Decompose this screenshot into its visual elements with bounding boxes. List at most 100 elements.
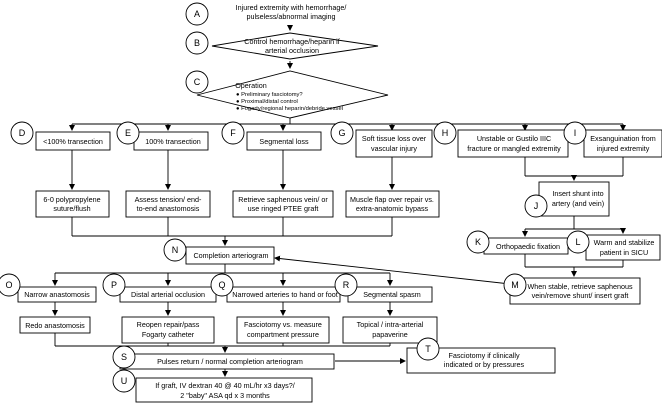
node-k: K Orthopaedic fixation [466,230,569,255]
node-m-label: M [511,280,519,290]
connectors [52,25,626,377]
node-h: H Unstable or Gustilo IIIC fracture or m… [433,121,569,158]
node-o: O Narrow anastomosis [0,273,97,303]
node-d2-text-1: 6-0 polypropylene [43,195,100,204]
node-g-label: G [338,128,345,138]
node-o-label: O [5,280,12,290]
node-a-text-2: pulseless/abnormal imaging [246,12,335,21]
node-e-marker [116,121,140,145]
node-r-text: Segmental spasm [363,290,421,299]
node-g-text-2: vascular injury [371,144,417,153]
node-s-label: S [121,352,127,362]
node-e2-box [125,190,211,218]
node-o-marker [0,273,21,297]
node-e-text: 100% transection [145,137,201,146]
node-s-marker [112,345,136,369]
node-r2-box [342,316,438,344]
node-d-label: D [19,128,26,138]
node-s-text: Pulses return / normal completion arteri… [157,357,303,366]
node-g2: Muscle flap over repair vs. extra-anatom… [345,190,440,218]
node-p2: Reopen repair/pass Fogarty catheter [121,316,215,344]
node-f2: Retrieve saphenous vein/ or use ringed P… [232,190,334,218]
node-r2-text-2: papaverine [372,330,408,339]
node-o-text: Narrow anastomosis [24,290,90,299]
node-c-diamond [196,70,389,119]
node-e2: Assess tension/ end- to-end anastomosis [125,190,211,218]
node-q-text: Narrowed arteries to hand or foot [232,290,337,299]
node-p-label: P [111,280,117,290]
node-m: M When stable, retrieve saphenous vein/r… [503,273,641,305]
node-j-label: J [534,201,539,211]
node-p: P Distal arterial occlusion [102,273,217,303]
node-c-label: C [194,77,201,87]
node-f-marker [221,121,245,145]
node-k-marker [466,230,490,254]
node-t-text-2: indicated or by pressures [444,360,525,369]
node-n-marker [163,238,187,262]
node-p2-text-1: Reopen repair/pass [137,320,200,329]
node-s: S Pulses return / normal completion arte… [112,345,335,370]
node-o-box [17,286,97,303]
node-h-text-2: fracture or mangled extremity [467,144,561,153]
node-e-label: E [125,128,131,138]
node-q2-box [236,316,330,344]
node-u-marker [112,369,136,393]
node-k-text: Orthopaedic fixation [496,242,560,251]
node-b-text-1: Control hemorrhage/heparin if [244,37,340,46]
node-o2-box [19,316,91,334]
node-n-box [185,246,275,265]
node-k-label: K [475,237,481,247]
node-l-marker [566,230,590,254]
node-b-label: B [194,38,200,48]
node-r-label: R [343,280,350,290]
node-f-label: F [230,128,236,138]
node-c: C Operation ● Preliminary fasciotomy? ● … [185,70,389,119]
node-b-marker [185,31,209,55]
node-c-bullet-2: ● Proximal/distal control [236,99,298,105]
node-t-text-1: Fasciotomy if clinically [448,351,519,360]
node-i-box [583,129,662,158]
node-q: Q Narrowed arteries to hand or foot [210,273,341,303]
node-j-text-1: Insert shunt into [552,189,603,198]
node-i: I Exsanguination from injured extremity [563,121,662,158]
node-n: N Completion arteriogram [163,238,275,265]
node-j-text-2: artery (and vein) [552,199,604,208]
node-p2-box [121,316,215,344]
node-d-text: <100% transection [43,137,103,146]
node-p-marker [102,273,126,297]
node-d-marker [10,121,34,145]
node-u-text-1: If graft, IV dextran 40 @ 40 mL/hr x3 da… [155,381,295,390]
node-t-marker [416,337,440,361]
node-r-marker [334,273,358,297]
node-d2: 6-0 polypropylene suture/flush [35,190,110,218]
node-a-text-1: Injured extremity with hemorrhage/ [236,3,347,12]
node-p2-text-2: Fogarty catheter [142,330,195,339]
node-t: T Fasciotomy if clinically indicated or … [406,337,556,374]
node-d: D <100% transection [10,121,111,151]
node-t-label: T [425,344,431,354]
node-f2-text-2: use ringed PTEE graft [248,204,319,213]
node-r: R Segmental spasm [334,273,433,303]
node-d2-box [35,190,110,218]
node-m-marker [503,273,527,297]
node-q2: Fasciotomy vs. measure compartment press… [236,316,330,344]
node-l-text-2: patient in SICU [600,248,648,257]
node-o2: Redo anastomosis [19,316,91,334]
node-q-label: Q [218,280,225,290]
node-a-label: A [194,9,200,19]
node-o2-text: Redo anastomosis [25,321,85,330]
node-u-text-2: 2 "baby" ASA qd x 3 months [180,391,270,400]
node-b: B Control hemorrhage/heparin if arterial… [185,31,379,60]
node-j-box [538,181,610,217]
node-q2-text-1: Fasciotomy vs. measure [244,320,322,329]
node-h-box [457,129,569,158]
node-h-text-1: Unstable or Gustilo IIIC [477,134,551,143]
node-u-box [135,377,313,403]
node-m-text-2: vein/remove shunt/ insert graft [532,291,629,300]
node-e2-text-1: Assess tension/ end- [135,195,202,204]
node-g2-text-2: extra-anatomic bypass [356,204,429,213]
node-r2: Topical / intra-arterial papaverine [342,316,438,344]
node-c-title: Operation [235,81,267,90]
node-g: G Soft tissue loss over vascular injury [330,121,433,158]
